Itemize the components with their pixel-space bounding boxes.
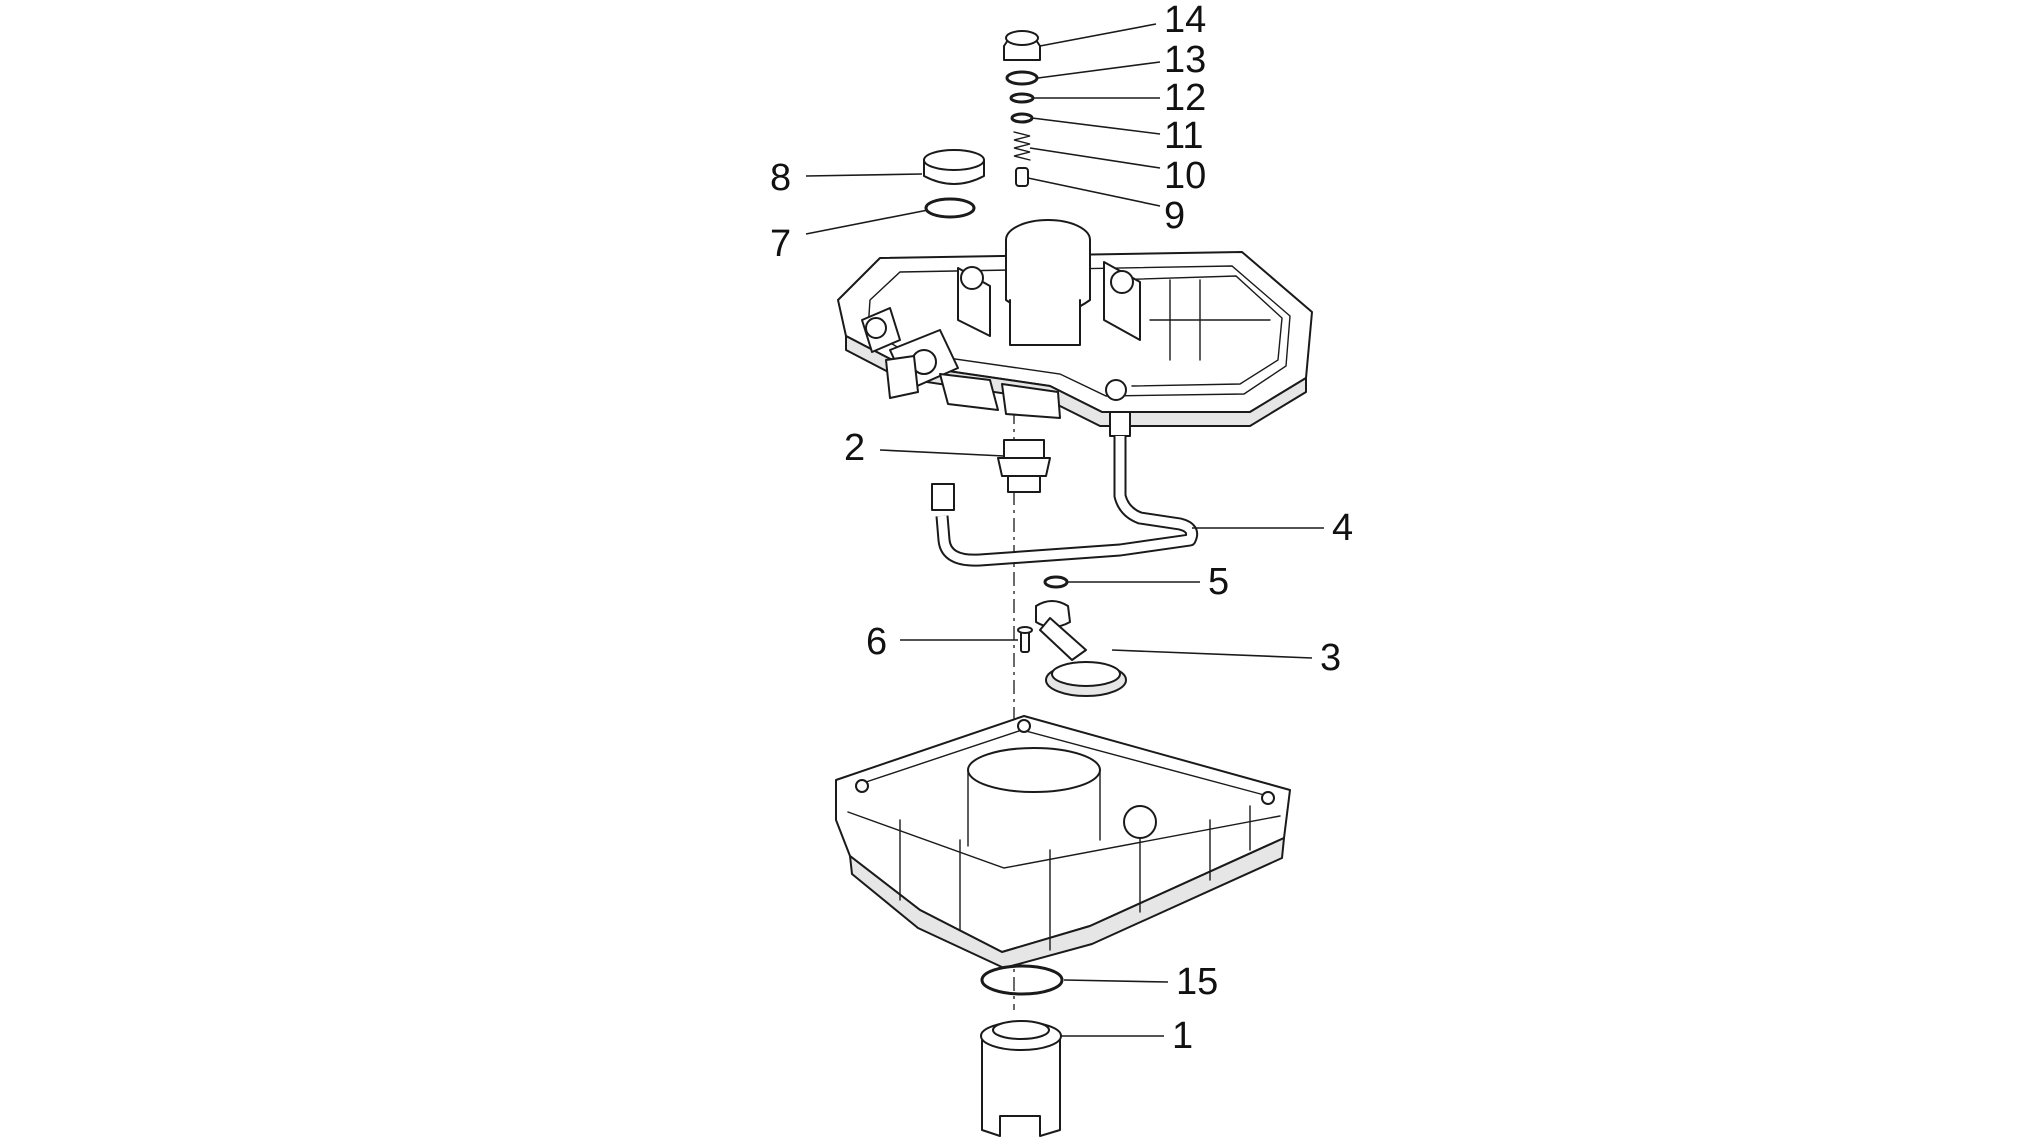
washer-13 [1005,70,1039,86]
callout-2: 2 [844,427,865,469]
callout-3: 3 [1320,637,1341,679]
plug-14 [1003,30,1041,61]
callout-12: 12 [1164,77,1206,119]
callout-11: 11 [1164,115,1203,157]
o-ring-11 [1010,112,1034,124]
seal-ring-7 [924,197,976,219]
callout-14: 14 [1164,0,1206,41]
oil-filter-1 [980,1020,1062,1137]
upper-housing [837,219,1313,427]
callout-5: 5 [1208,561,1229,603]
callout-7: 7 [770,223,791,265]
o-ring-12 [1009,92,1035,104]
callout-labels: 14 13 12 11 10 9 8 7 2 4 5 6 3 15 1 [770,0,1353,1057]
o-ring-5 [1043,575,1069,589]
callout-10: 10 [1164,155,1206,197]
callout-4: 4 [1332,507,1353,549]
lower-housing [835,715,1291,969]
oil-strainer-3 [1035,600,1127,697]
callout-15: 15 [1176,961,1218,1003]
oil-pipe-4 [931,411,1199,567]
callout-8: 8 [770,157,791,199]
callout-13: 13 [1164,39,1206,81]
callout-9: 9 [1164,195,1185,237]
gasket-15 [980,964,1064,996]
filler-plug-8 [923,149,985,185]
callout-6: 6 [866,621,887,663]
screw-6 [1017,626,1033,653]
leader-lines [805,23,1324,1037]
piston-9 [1015,167,1029,187]
union-fitting-2 [997,439,1051,493]
spring-10 [1013,131,1031,161]
callout-1: 1 [1172,1015,1193,1057]
